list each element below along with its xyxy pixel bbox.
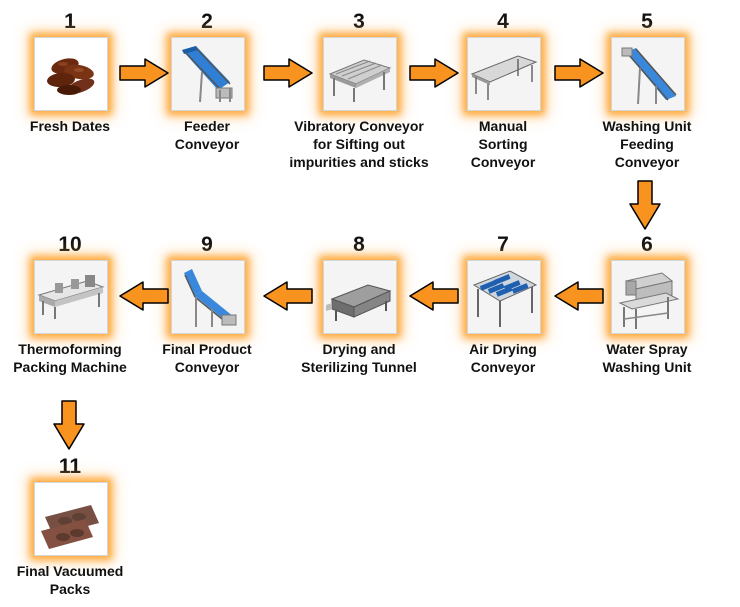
arrow-right-icon — [554, 58, 604, 88]
step-label: Vibratory Conveyor for Sifting out impur… — [289, 118, 429, 170]
step-number: 10 — [58, 233, 82, 256]
sorting-conveyor-image — [467, 37, 541, 111]
step-number: 4 — [497, 10, 509, 33]
arrow-down-icon — [53, 400, 85, 450]
arrow-left-icon — [409, 281, 459, 311]
arrow-right-icon — [409, 58, 459, 88]
arrow-left-icon — [119, 281, 169, 311]
vacuum-packs-photo — [34, 482, 108, 556]
step-label: Water Spray Washing Unit — [602, 341, 692, 375]
step-label: Air Drying Conveyor — [469, 341, 537, 375]
step-number: 11 — [58, 455, 82, 478]
step-number: 1 — [64, 10, 76, 33]
step-number: 2 — [201, 10, 213, 33]
step-label: Manual Sorting Conveyor — [470, 118, 536, 170]
step-label: Fresh Dates — [29, 118, 111, 134]
step-number: 8 — [353, 233, 365, 256]
step-number: 9 — [201, 233, 213, 256]
step-label: Feeder Conveyor — [174, 118, 240, 152]
air-drying-conveyor-image — [467, 260, 541, 334]
step-label: Washing Unit Feeding Conveyor — [602, 118, 692, 170]
washing-unit-image — [611, 260, 685, 334]
incline-conveyor-image — [611, 37, 685, 111]
step-number: 5 — [641, 10, 653, 33]
final-product-conveyor-image — [171, 260, 245, 334]
step-number: 7 — [497, 233, 509, 256]
arrow-down-icon — [629, 180, 661, 230]
arrow-right-icon — [119, 58, 169, 88]
arrow-left-icon — [263, 281, 313, 311]
step-label: Thermoforming Packing Machine — [13, 341, 127, 375]
step-number: 3 — [353, 10, 365, 33]
thermoforming-machine-image — [34, 260, 108, 334]
feeder-conveyor-image — [171, 37, 245, 111]
step-label: Final Product Conveyor — [162, 341, 252, 375]
step-label: Final Vacuumed Packs — [16, 563, 124, 597]
step-number: 6 — [641, 233, 653, 256]
step-label: Drying and Sterilizing Tunnel — [301, 341, 417, 375]
vibratory-conveyor-image — [323, 37, 397, 111]
arrow-right-icon — [263, 58, 313, 88]
dates-photo — [34, 37, 108, 111]
drying-tunnel-image — [323, 260, 397, 334]
arrow-left-icon — [554, 281, 604, 311]
